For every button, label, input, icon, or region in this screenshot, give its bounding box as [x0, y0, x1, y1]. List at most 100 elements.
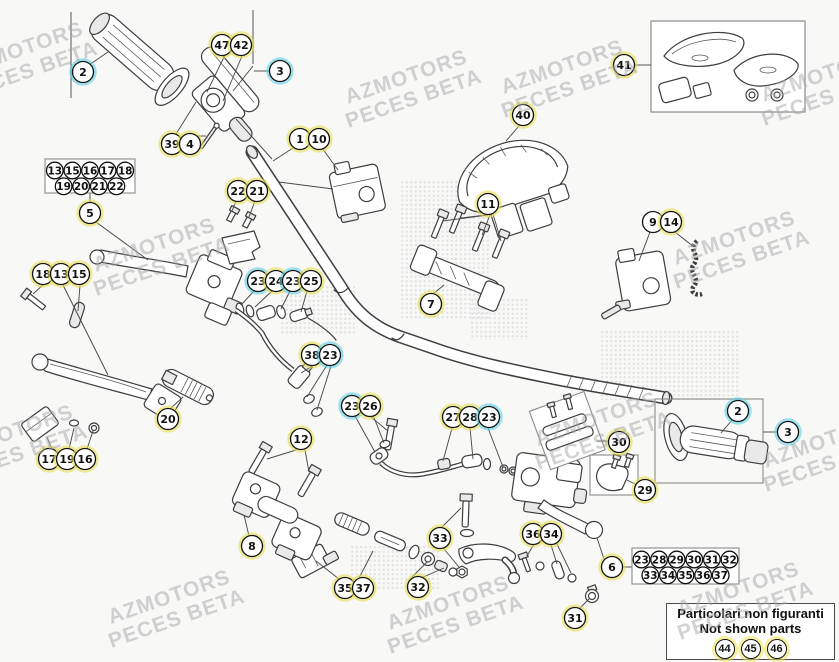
callout-28: 28 — [456, 403, 484, 431]
callout-11: 11 — [474, 190, 502, 218]
bar-mount-drawing — [409, 244, 505, 312]
callout-29: 29 — [667, 550, 686, 569]
svg-text:32: 32 — [410, 581, 425, 594]
svg-text:33: 33 — [432, 532, 447, 545]
svg-text:19: 19 — [56, 181, 71, 193]
callout-30: 30 — [685, 550, 704, 569]
callout-17: 17 — [98, 161, 117, 180]
right-grip-drawing — [654, 398, 769, 484]
callout-4: 4 — [176, 130, 204, 158]
svg-text:14: 14 — [663, 216, 679, 229]
svg-text:23: 23 — [634, 554, 649, 566]
leader-line — [316, 365, 332, 411]
svg-text:9: 9 — [649, 216, 657, 229]
svg-text:32: 32 — [722, 554, 737, 566]
callout-34: 34 — [658, 566, 677, 585]
leader-line — [175, 101, 197, 135]
leader-line — [550, 544, 558, 565]
cable-bracket-drawing — [291, 543, 340, 579]
callout-32: 32 — [404, 573, 432, 601]
svg-text:37: 37 — [355, 582, 370, 595]
svg-text:7: 7 — [427, 298, 435, 311]
leader-line — [222, 55, 243, 102]
callout-3: 3 — [266, 57, 294, 85]
callout-2: 2 — [69, 58, 97, 86]
svg-text:11: 11 — [480, 198, 495, 211]
svg-text:18: 18 — [118, 165, 133, 177]
callout-35: 35 — [676, 566, 695, 585]
callout-14: 14 — [657, 208, 685, 236]
svg-text:21: 21 — [249, 185, 264, 198]
callout-10: 10 — [305, 125, 333, 153]
svg-text:15: 15 — [65, 165, 80, 177]
leader-line — [492, 213, 502, 242]
handguards-box-drawing — [650, 20, 806, 113]
svg-text:36: 36 — [525, 528, 541, 541]
leader-line — [596, 537, 605, 560]
handlebar-drawing — [245, 145, 673, 406]
callout-19: 19 — [54, 177, 73, 196]
callout-15: 15 — [65, 260, 93, 288]
svg-text:23: 23 — [285, 275, 300, 288]
callout-28: 28 — [650, 550, 669, 569]
throttle-assembly-drawing — [191, 46, 260, 150]
svg-text:16: 16 — [83, 165, 98, 177]
svg-text:31: 31 — [567, 612, 582, 625]
throttle-cable-drawing — [334, 512, 458, 577]
spring-drawing — [689, 239, 703, 297]
svg-text:29: 29 — [669, 554, 684, 566]
svg-text:12: 12 — [293, 433, 308, 446]
callout-22: 22 — [107, 177, 126, 196]
svg-text:42: 42 — [233, 39, 248, 52]
callout-22: 22 — [224, 177, 252, 205]
callout-16: 16 — [71, 445, 99, 473]
svg-text:31: 31 — [705, 554, 720, 566]
reservoir-box-drawing — [528, 390, 606, 471]
callout-7: 7 — [417, 290, 445, 318]
callout-41: 41 — [610, 51, 638, 79]
svg-text:28: 28 — [462, 411, 477, 424]
svg-text:37: 37 — [713, 570, 728, 582]
riser-bolts-drawing — [248, 440, 322, 498]
callout-23: 23 — [632, 550, 651, 569]
left-grip-drawing — [89, 12, 190, 106]
svg-text:41: 41 — [616, 59, 631, 72]
leader-line — [487, 427, 504, 468]
svg-text:22: 22 — [230, 185, 245, 198]
svg-text:10: 10 — [311, 133, 327, 146]
svg-text:13: 13 — [53, 268, 68, 281]
callout-30: 30 — [605, 428, 633, 456]
not-shown-number-45: 45 — [740, 638, 761, 659]
svg-text:2: 2 — [79, 66, 87, 79]
callout-20: 20 — [154, 405, 182, 433]
leader-line — [243, 514, 250, 537]
callout-18: 18 — [116, 161, 135, 180]
leader-line — [505, 125, 520, 142]
svg-text:17: 17 — [100, 165, 115, 177]
svg-text:36: 36 — [696, 570, 711, 582]
svg-text:20: 20 — [160, 413, 176, 426]
svg-text:35: 35 — [678, 570, 693, 582]
callout-36: 36 — [694, 566, 713, 585]
svg-text:35: 35 — [337, 582, 352, 595]
leader-line — [469, 427, 474, 460]
svg-text:47: 47 — [214, 39, 229, 52]
callout-6: 6 — [598, 553, 626, 581]
master-cylinder-drawing — [511, 452, 604, 540]
leader-line — [278, 181, 334, 190]
lower-clamp-drawing — [231, 471, 322, 561]
callout-34: 34 — [537, 520, 565, 548]
svg-text:30: 30 — [687, 554, 702, 566]
svg-text:34: 34 — [661, 570, 676, 582]
leader-line — [354, 415, 376, 453]
svg-text:8: 8 — [248, 540, 256, 553]
svg-text:3: 3 — [784, 426, 792, 439]
leader-line — [95, 221, 149, 261]
svg-text:13: 13 — [47, 165, 62, 177]
callout-31: 31 — [702, 550, 721, 569]
callout-32: 32 — [720, 550, 739, 569]
svg-text:6: 6 — [608, 561, 616, 574]
svg-text:30: 30 — [611, 436, 627, 449]
